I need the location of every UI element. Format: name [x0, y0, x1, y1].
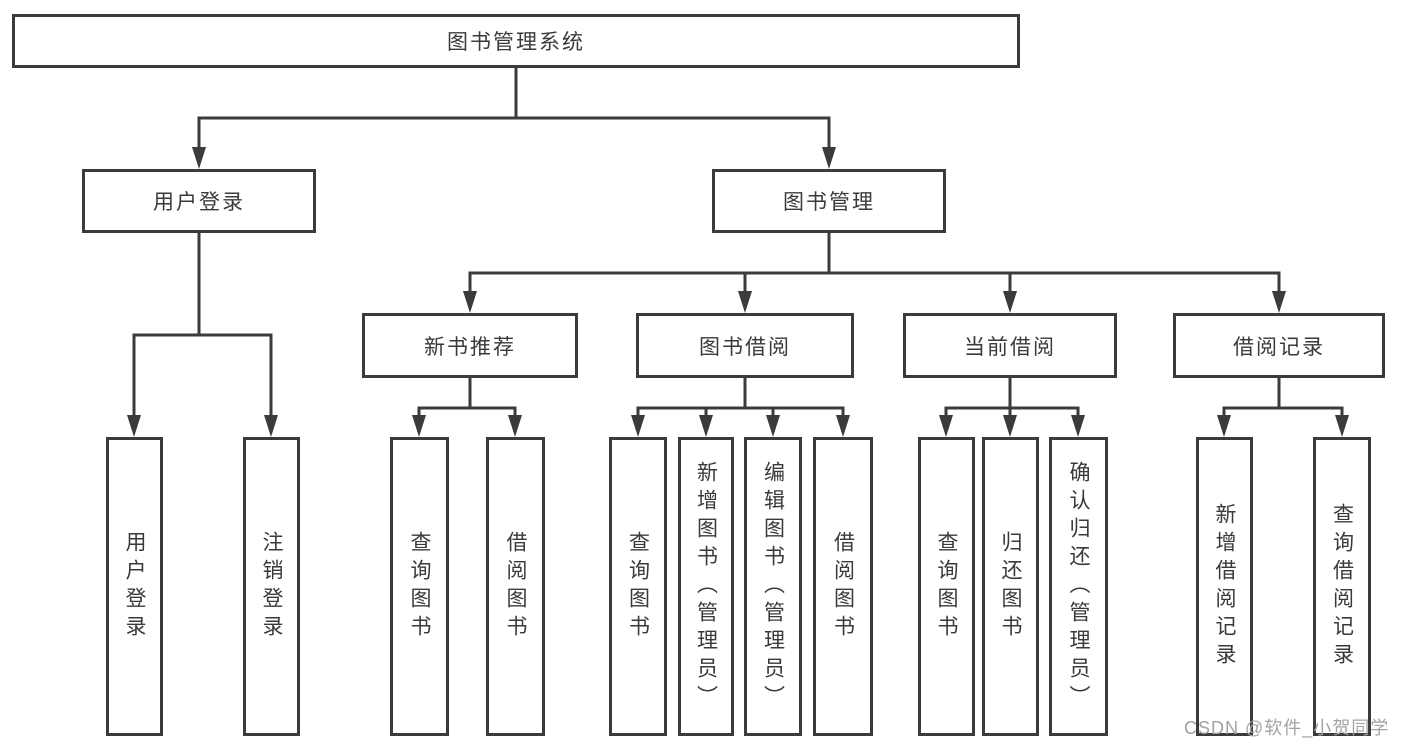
node-label: 借阅图书 [831, 530, 855, 643]
leaf-confirm-return-admin: 确认归还（管理员） [1049, 437, 1108, 736]
node-label: 注销登录 [260, 530, 283, 643]
node-label: 查询图书 [408, 530, 431, 643]
node-label: 借阅图书 [504, 530, 527, 643]
leaf-user-login: 用户登录 [106, 437, 163, 736]
node-label: 借阅记录 [1233, 335, 1325, 359]
csdn-watermark: CSDN @软件_小贺同学 [1184, 718, 1390, 738]
leaf-query-books-current: 查询图书 [918, 437, 975, 736]
leaf-query-books-borrowing: 查询图书 [609, 437, 667, 736]
node-user-login: 用户登录 [82, 169, 316, 233]
leaf-borrow-books-borrowing: 借阅图书 [813, 437, 873, 736]
node-label: 新书推荐 [424, 335, 516, 359]
node-label: 新增图书（管理员） [694, 460, 718, 713]
node-label: 编辑图书（管理员） [761, 460, 785, 713]
leaf-edit-books-admin: 编辑图书（管理员） [744, 437, 802, 736]
node-book-management: 图书管理 [712, 169, 946, 233]
leaf-borrow-books-recommend: 借阅图书 [486, 437, 545, 736]
node-label: 图书借阅 [699, 335, 791, 359]
node-label: 当前借阅 [964, 335, 1056, 359]
node-current-borrowing: 当前借阅 [903, 313, 1117, 378]
node-borrowing-records: 借阅记录 [1173, 313, 1385, 378]
leaf-logout: 注销登录 [243, 437, 300, 736]
node-label: 用户登录 [123, 530, 146, 643]
node-library-management-system: 图书管理系统 [12, 14, 1020, 68]
node-label: 新增借阅记录 [1213, 502, 1236, 671]
node-new-book-recommendation: 新书推荐 [362, 313, 578, 378]
leaf-add-borrow-record: 新增借阅记录 [1196, 437, 1253, 736]
node-label: 查询借阅记录 [1330, 502, 1354, 671]
node-label: 图书管理 [783, 191, 875, 214]
leaf-query-books-recommend: 查询图书 [390, 437, 449, 736]
node-label: 查询图书 [626, 530, 650, 643]
node-label: 确认归还（管理员） [1067, 460, 1090, 713]
node-label: 图书管理系统 [447, 31, 585, 54]
node-label: 归还图书 [999, 530, 1022, 643]
leaf-query-borrow-record: 查询借阅记录 [1313, 437, 1371, 736]
leaf-return-books: 归还图书 [982, 437, 1039, 736]
leaf-add-books-admin: 新增图书（管理员） [678, 437, 734, 736]
node-label: 用户登录 [153, 191, 245, 214]
node-book-borrowing: 图书借阅 [636, 313, 854, 378]
node-label: 查询图书 [935, 530, 958, 643]
